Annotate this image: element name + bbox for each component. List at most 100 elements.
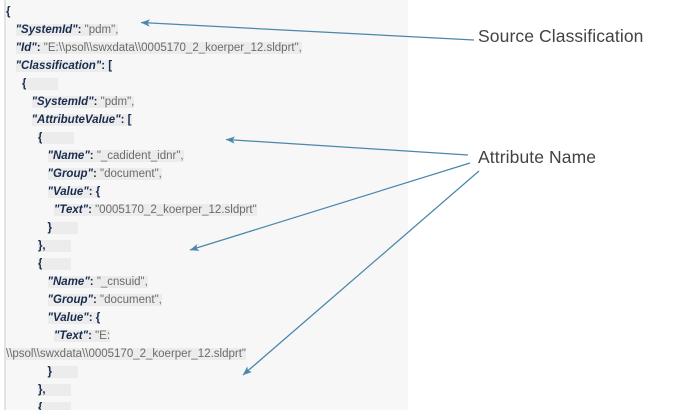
code-token	[6, 114, 32, 126]
code-token	[6, 258, 38, 270]
code-token: "document",	[99, 294, 162, 306]
code-token	[6, 402, 38, 410]
code-line: {	[6, 255, 408, 273]
code-token	[6, 78, 22, 90]
code-token	[6, 204, 54, 216]
code-token	[26, 78, 59, 90]
code-token	[6, 96, 32, 108]
code-token: "_cnsuid",	[96, 276, 148, 288]
code-token: :	[93, 96, 101, 108]
code-line: {	[6, 3, 408, 21]
code-token	[6, 42, 16, 54]
code-token: {	[37, 258, 43, 270]
json-code-lines[interactable]: { "SystemId": "pdm", "Id": "E:\\psol\\sw…	[6, 3, 408, 410]
code-line: "Group": "document",	[6, 165, 408, 183]
code-token: "0005170_2_koerper_12.sldprt"	[95, 204, 257, 216]
code-token	[45, 384, 72, 396]
code-token	[42, 132, 75, 144]
code-line: "Classification": [	[6, 57, 408, 75]
code-token: "Classification"	[15, 60, 102, 72]
code-token: "Id"	[15, 42, 37, 54]
code-token: {	[21, 78, 27, 90]
code-token: "document",	[99, 168, 162, 180]
code-line: "Name": "_cnsuid",	[6, 273, 408, 291]
code-token	[42, 402, 72, 410]
code-token: },	[37, 384, 46, 396]
code-token	[6, 60, 16, 72]
code-line: "SystemId": "pdm",	[6, 93, 408, 111]
code-token: "AttributeValue"	[31, 114, 121, 126]
annotation-label-attribute-name: Attribute Name	[478, 147, 597, 167]
code-line: }	[6, 219, 408, 237]
code-token: \\psol\\swxdata\\0005170_2_koerper_12.sl…	[6, 348, 246, 360]
code-line: "Value": {	[6, 183, 408, 201]
code-token: "Group"	[47, 294, 93, 306]
code-token	[6, 276, 48, 288]
code-line: "Group": "document",	[6, 291, 408, 309]
code-token: :	[77, 24, 85, 36]
code-token: "Group"	[47, 168, 93, 180]
code-token: {	[37, 132, 43, 144]
code-token	[6, 222, 48, 234]
code-token: "_cadident_idnr",	[96, 150, 184, 162]
code-token: :	[89, 276, 97, 288]
code-token: : {	[88, 186, 101, 198]
code-token: "Name"	[47, 276, 90, 288]
code-token: "pdm",	[84, 24, 119, 36]
code-token: :	[92, 168, 100, 180]
code-token	[6, 186, 48, 198]
code-line: "Text": "E:	[6, 327, 408, 345]
code-token	[6, 24, 16, 36]
code-token	[6, 168, 48, 180]
code-token	[45, 240, 72, 252]
code-token: :	[89, 150, 97, 162]
code-token	[6, 132, 38, 144]
code-token: "Text"	[53, 330, 89, 342]
code-token	[6, 294, 48, 306]
code-token	[42, 258, 72, 270]
code-line: "Name": "_cadident_idnr",	[6, 147, 408, 165]
code-token	[6, 312, 48, 324]
code-line: },	[6, 237, 408, 255]
code-token: :	[88, 204, 96, 216]
code-token: :	[36, 42, 44, 54]
annotation-label-source-classification: Source Classification	[478, 26, 644, 46]
code-line: \\psol\\swxdata\\0005170_2_koerper_12.sl…	[6, 345, 408, 363]
code-token: }	[47, 366, 53, 378]
code-line: "Text": "0005170_2_koerper_12.sldprt"	[6, 201, 408, 219]
code-token	[6, 384, 38, 396]
code-line: }	[6, 363, 408, 381]
code-token: : [	[120, 114, 132, 126]
code-token: "SystemId"	[15, 24, 78, 36]
code-token: },	[37, 240, 46, 252]
code-line: "Value": {	[6, 309, 408, 327]
code-token: "E:\\psol\\swxdata\\0005170_2_koerper_12…	[43, 42, 302, 54]
code-token: : {	[88, 312, 101, 324]
code-line: "AttributeValue": [	[6, 111, 408, 129]
code-token	[6, 366, 48, 378]
code-line: {	[6, 75, 408, 93]
code-token: "Value"	[47, 186, 89, 198]
code-line: "Id": "E:\\psol\\swxdata\\0005170_2_koer…	[6, 39, 408, 57]
code-token: "E:	[95, 330, 111, 342]
code-token: :	[92, 294, 100, 306]
code-token: :	[88, 330, 96, 342]
code-token: {	[37, 402, 43, 410]
code-token	[52, 222, 78, 234]
code-token: "Name"	[47, 150, 90, 162]
code-token: "Text"	[53, 204, 89, 216]
code-token: "pdm",	[100, 96, 135, 108]
code-line: {	[6, 129, 408, 147]
code-token: : [	[101, 60, 113, 72]
code-token	[6, 330, 54, 342]
code-token: }	[47, 222, 53, 234]
code-token: "Value"	[47, 312, 89, 324]
code-line: "SystemId": "pdm",	[6, 21, 408, 39]
code-token	[52, 366, 78, 378]
code-token: "SystemId"	[31, 96, 94, 108]
code-line: {	[6, 399, 408, 410]
code-token	[6, 150, 48, 162]
code-token	[6, 240, 38, 252]
json-code-panel: { "SystemId": "pdm", "Id": "E:\\psol\\sw…	[4, 0, 408, 410]
code-token: {	[6, 6, 11, 18]
